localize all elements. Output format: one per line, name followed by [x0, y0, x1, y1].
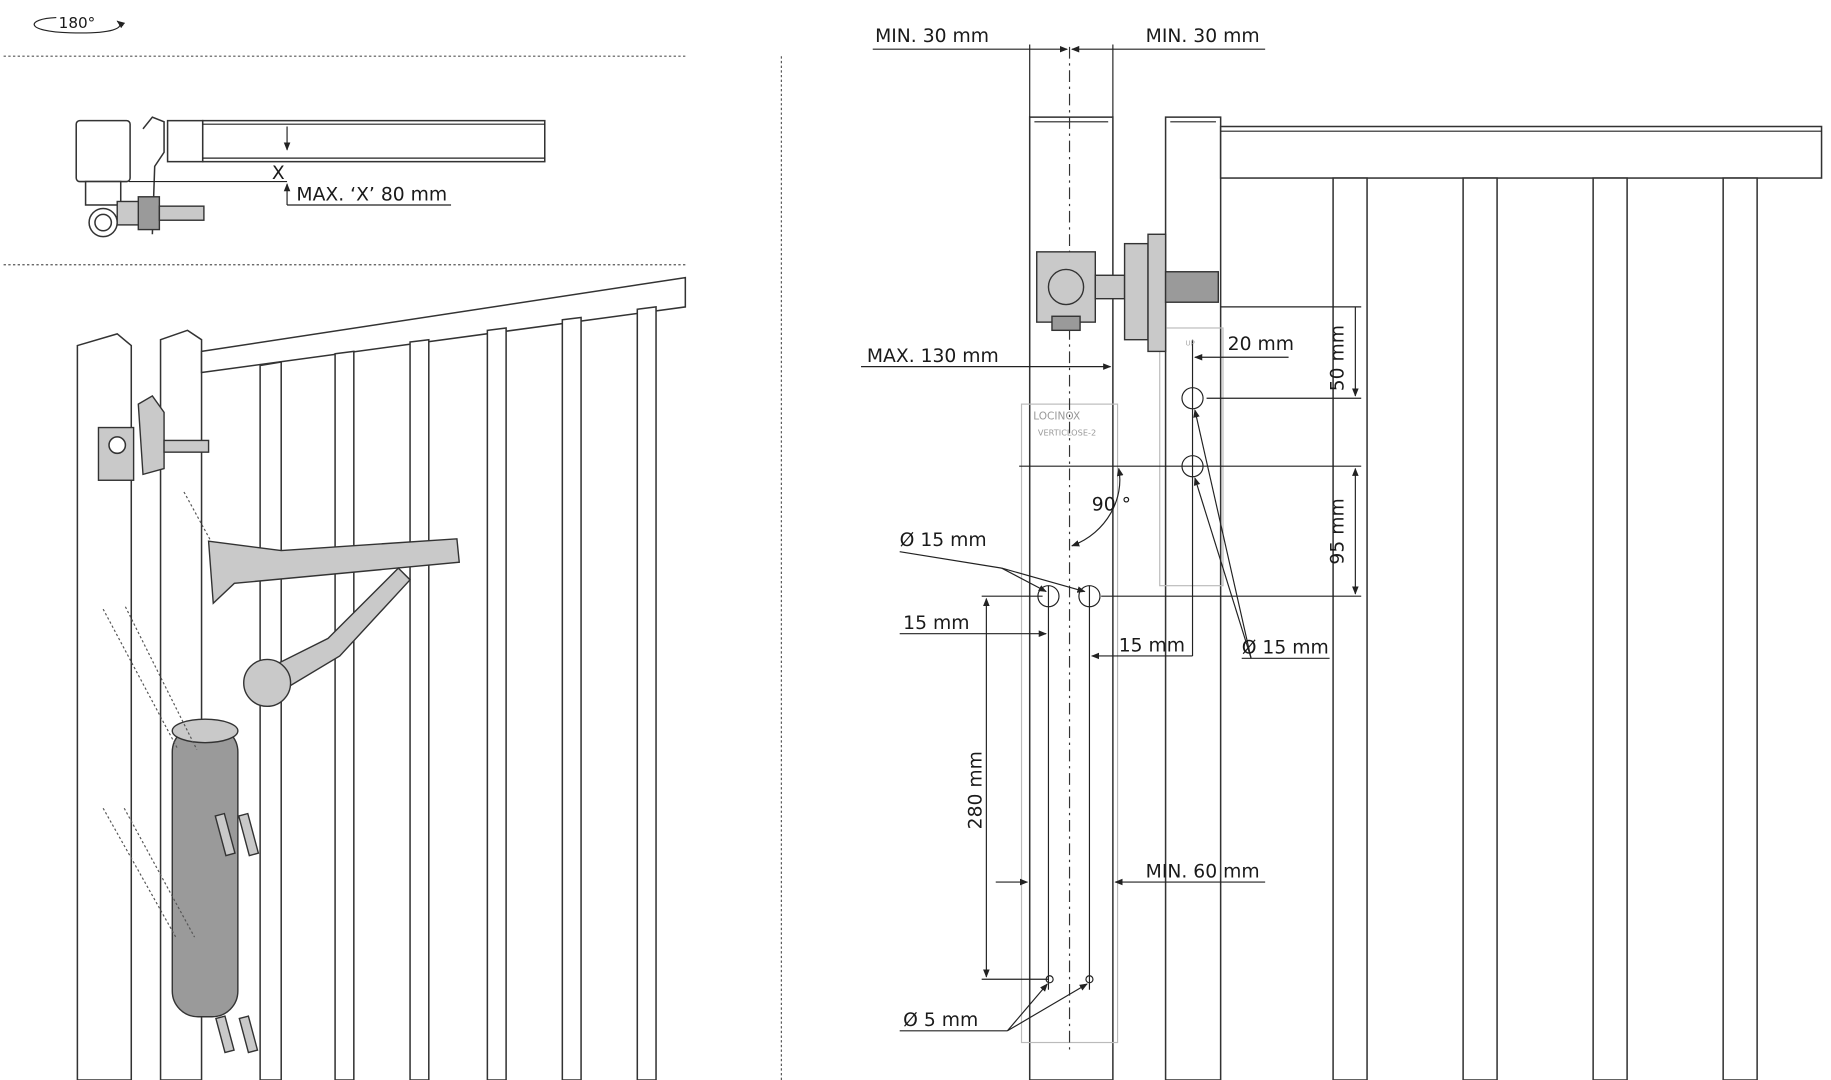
gate-front-drawing [861, 44, 1823, 1080]
dim-95: 95 mm [1328, 498, 1349, 564]
dim-min30-right: MIN. 30 mm [1146, 26, 1260, 47]
dim-dia15-right: Ø 15 mm [1242, 638, 1329, 659]
dim-15-right: 15 mm [1119, 635, 1185, 656]
gate-perspective-drawing [76, 276, 687, 1080]
dim-dia15-left: Ø 15 mm [900, 530, 987, 551]
top-view-drawing [75, 116, 546, 238]
template-product: VERTICLOSE-2 [1038, 428, 1096, 438]
dim-max130: MAX. 130 mm [867, 346, 999, 367]
template-brand: LOCINOX [1033, 410, 1080, 422]
x-label: X [272, 163, 285, 184]
max-x-label: MAX. ‘X’ 80 mm [296, 184, 447, 205]
dim-dia5: Ø 5 mm [903, 1010, 978, 1031]
rotation-label: 180° [59, 14, 96, 32]
dim-15-left: 15 mm [903, 613, 969, 634]
dim-50: 50 mm [1328, 325, 1349, 391]
dim-280: 280 mm [966, 751, 987, 829]
rotate-180-icon [33, 16, 126, 34]
dim-min60: MIN. 60 mm [1146, 861, 1260, 882]
template-up-label: UP [1186, 339, 1195, 348]
dim-20: 20 mm [1228, 334, 1294, 355]
dim-angle-90: 90 ° [1092, 495, 1131, 516]
dim-min30-left: MIN. 30 mm [875, 26, 989, 47]
